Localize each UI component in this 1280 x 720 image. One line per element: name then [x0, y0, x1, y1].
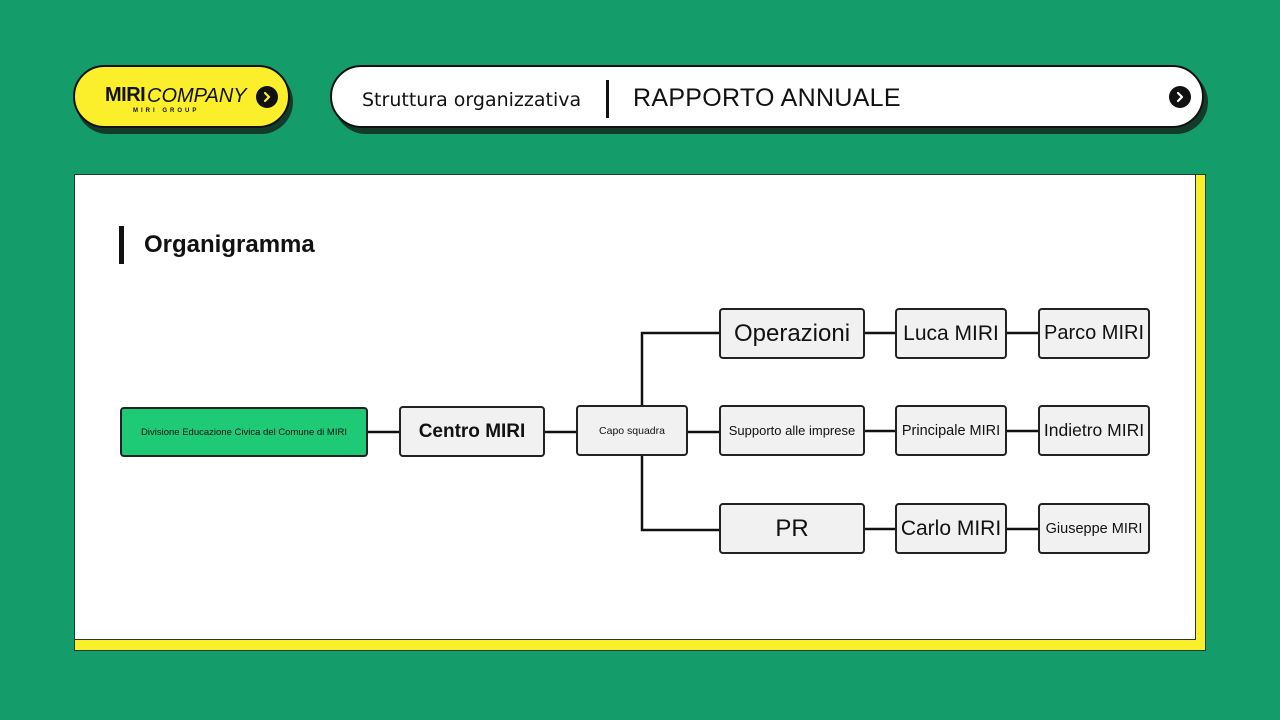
org-node-member: Luca MIRI — [895, 308, 1007, 359]
section-marker — [119, 226, 124, 264]
chevron-right-circle-icon[interactable] — [1169, 86, 1191, 108]
org-node-lead: Capo squadra — [576, 405, 688, 456]
section-title: Organigramma — [144, 231, 315, 258]
header-divider — [606, 80, 609, 118]
org-node-root: Divisione Educazione Civica del Comune d… — [120, 407, 368, 457]
chevron-right-circle-icon[interactable] — [256, 86, 278, 108]
org-node-department: Operazioni — [719, 308, 865, 359]
org-node-center: Centro MIRI — [399, 406, 545, 457]
connector-line — [640, 331, 720, 406]
logo-group-name: MIRI GROUP — [133, 108, 200, 114]
logo-mark: MIRI — [105, 84, 146, 106]
logo-button[interactable]: MIRI COMPANY MIRI GROUP — [73, 65, 290, 128]
logo-company-name: COMPANY — [147, 85, 247, 107]
org-node-department: PR — [719, 503, 865, 554]
connector-line — [640, 455, 720, 532]
header-subtitle: Struttura organizzativa — [362, 89, 582, 111]
header-bar: Struttura organizzativa RAPPORTO ANNUALE — [330, 65, 1204, 128]
org-node-member: Giuseppe MIRI — [1038, 503, 1150, 554]
org-node-member: Indietro MIRI — [1038, 405, 1150, 456]
org-node-department: Supporto alle imprese — [719, 405, 865, 456]
header-title: RAPPORTO ANNUALE — [633, 84, 901, 112]
org-node-member: Carlo MIRI — [895, 503, 1007, 554]
org-node-member: Principale MIRI — [895, 405, 1007, 456]
org-node-member: Parco MIRI — [1038, 308, 1150, 359]
